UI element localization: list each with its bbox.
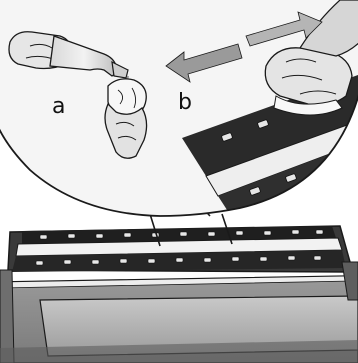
step-label-a: a (52, 96, 65, 118)
scanner-device (0, 226, 358, 363)
step-label-b: b (178, 92, 192, 114)
wiping-hand-icon (265, 48, 352, 115)
callout-bubble (0, 0, 358, 246)
